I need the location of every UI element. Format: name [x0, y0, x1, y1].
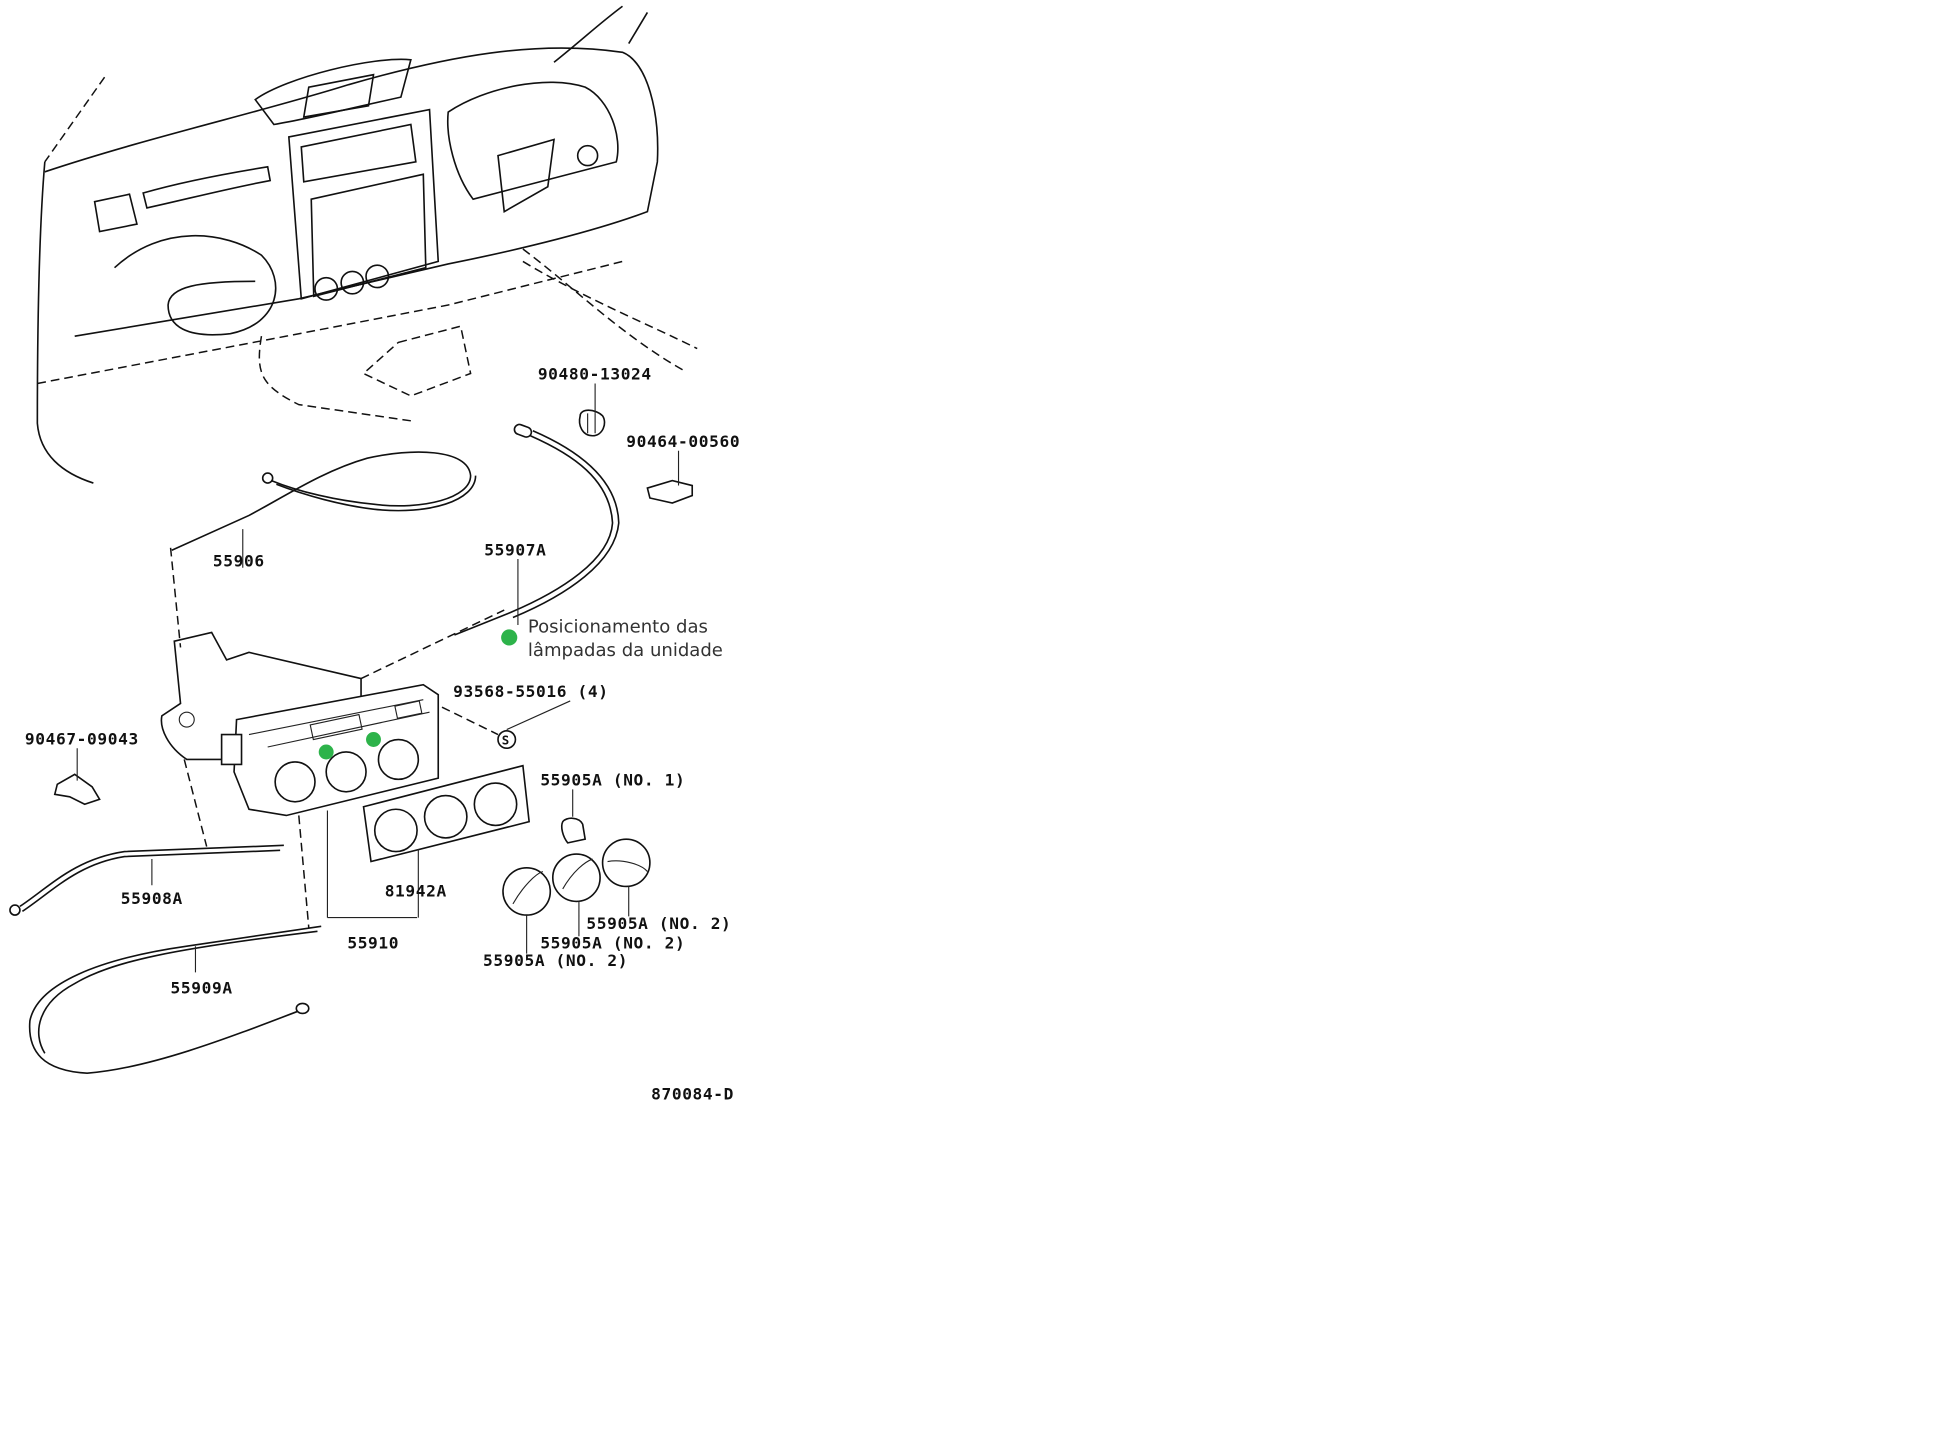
legend-marker-icon	[501, 629, 518, 646]
part-label-55905A-no2: 55905A (NO. 2)	[540, 934, 685, 953]
cable-55907A	[454, 423, 620, 636]
part-label-90464-00560: 90464-00560	[626, 432, 740, 451]
heater-control-assembly	[160, 631, 440, 817]
part-label-55907A: 55907A	[484, 540, 546, 559]
grommet-90480	[578, 409, 606, 437]
part-label-55905A-no2: 55905A (NO. 2)	[586, 914, 731, 933]
part-label-90467-09043: 90467-09043	[25, 730, 139, 749]
part-label-55910: 55910	[347, 934, 399, 953]
clamp-90464	[646, 479, 694, 504]
legend-text-line2: lâmpadas da unidade	[528, 640, 723, 661]
knobs-55905A	[502, 817, 651, 916]
figure-code: 870084-D	[651, 1084, 734, 1103]
screw-symbol: S	[502, 733, 510, 748]
leader-lines	[76, 383, 680, 973]
cable-55909A	[28, 925, 322, 1075]
part-label-55905A-no1: 55905A (NO. 1)	[540, 771, 685, 790]
dashboard-illustration	[36, 5, 698, 484]
cable-55906	[171, 451, 477, 552]
legend-text-line1: Posicionamento das	[528, 616, 708, 637]
part-label-93568-55016: 93568-55016 (4)	[453, 682, 608, 701]
cable-55908A	[9, 844, 284, 916]
part-label-55909A: 55909A	[171, 979, 233, 998]
legend: Posicionamento das lâmpadas da unidade	[501, 616, 723, 661]
part-label-55905A-no2: 55905A (NO. 2)	[483, 951, 628, 970]
panel-81942A	[362, 764, 531, 863]
part-label-90480-13024: 90480-13024	[538, 365, 652, 384]
lamp-position-marker-2	[366, 732, 381, 747]
screw-symbol-icon	[497, 730, 517, 750]
part-label-55906: 55906	[213, 551, 265, 570]
guide-lines	[169, 547, 505, 928]
part-label-81942A: 81942A	[385, 881, 447, 900]
lamp-position-marker-1	[318, 744, 334, 760]
part-label-55908A: 55908A	[121, 889, 183, 908]
